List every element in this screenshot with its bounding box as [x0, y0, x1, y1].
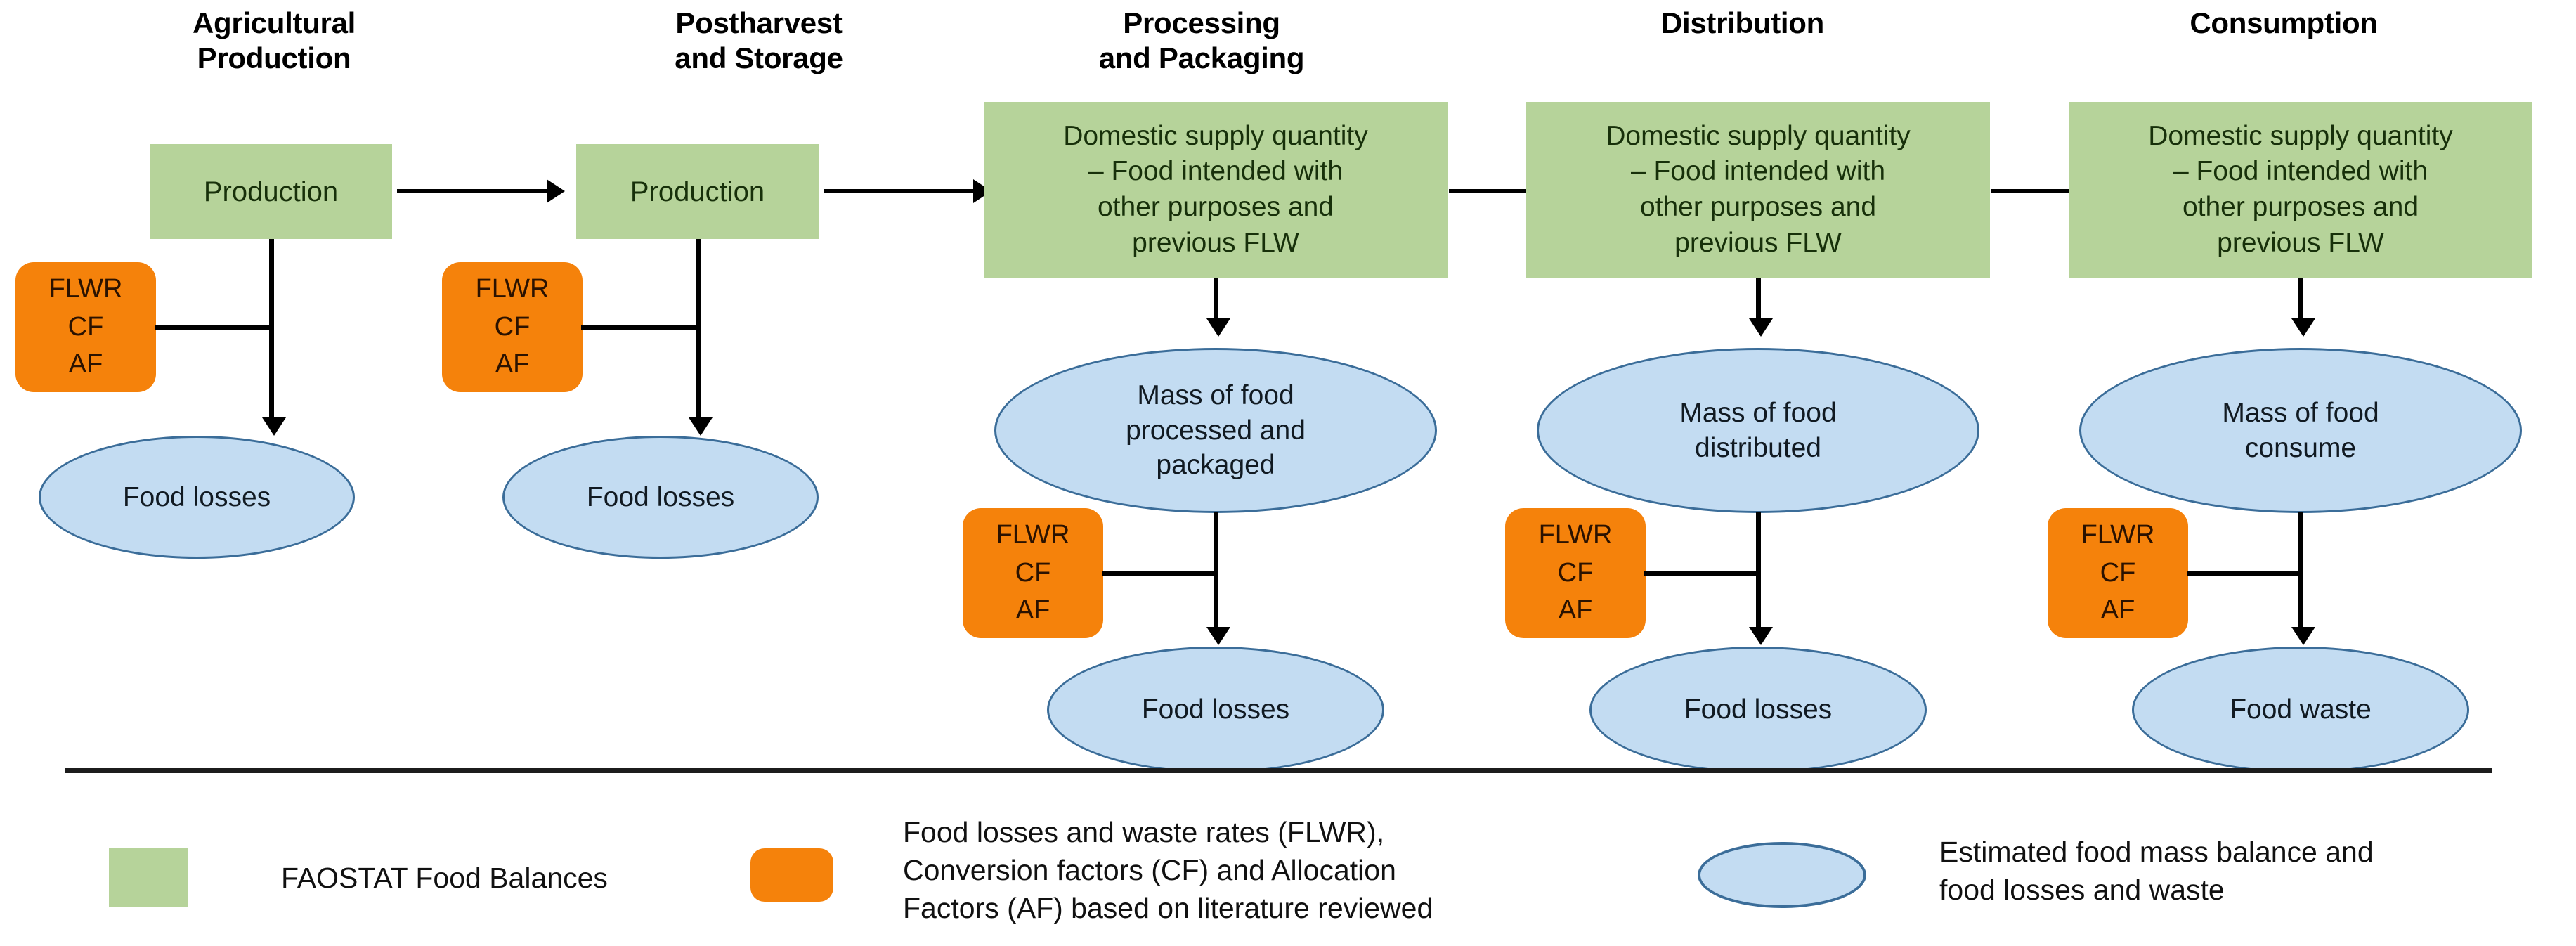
connector-arrowhead-down-stage5-top	[2291, 318, 2315, 337]
green-box-domestic-supply-processing: Domestic supply quantity – Food intended…	[984, 102, 1448, 278]
ellipse-food-losses-stage3: Food losses	[1047, 647, 1384, 773]
legend-label-faostat: FAOSTAT Food Balances	[281, 862, 608, 894]
connector-arrowhead-down-stage3-bottom	[1206, 627, 1230, 645]
flwr-line-2: CF	[67, 311, 104, 342]
ellipse-mass-of-food-processed: Mass of food processed and packaged	[994, 348, 1437, 513]
ellipse-food-losses-stage4: Food losses	[1589, 647, 1927, 773]
connector-flwr-link-stage2	[581, 325, 698, 330]
flwr-box-stage2: FLWR CF AF	[442, 262, 583, 392]
legend-swatch-faostat	[109, 848, 188, 907]
green-box-production-postharvest: Production	[576, 144, 819, 239]
flwr-box-stage5: FLWR CF AF	[2048, 508, 2188, 638]
legend-label-estimated-mass: Estimated food mass balance and food los…	[1939, 836, 2374, 907]
connector-arrowhead-down-stage4-top	[1749, 318, 1773, 337]
connector-vline-stage4-top	[1756, 278, 1761, 321]
legend-swatch-estimated-mass	[1698, 842, 1866, 908]
flwr-line-1: FLWR	[48, 273, 123, 304]
legend-divider	[65, 768, 2492, 773]
connector-vline-stage4-bottom	[1756, 512, 1761, 630]
stage-header-agricultural-production: Agricultural Production	[192, 6, 356, 74]
legend-swatch-flwr	[750, 848, 833, 902]
stage-header-consumption: Consumption	[2190, 6, 2378, 39]
legend-label-flwr: Food losses and waste rates (FLWR), Conv…	[903, 816, 1433, 925]
flwr-line-1: FLWR	[1538, 519, 1613, 550]
connector-arrowhead-down-stage4-bottom	[1749, 627, 1773, 645]
connector-flwr-link-stage5	[2187, 571, 2301, 576]
connector-flwr-link-stage4	[1644, 571, 1758, 576]
flwr-line-3: AF	[495, 349, 530, 380]
connector-vline-stage5-top	[2298, 278, 2303, 321]
flwr-line-3: AF	[1558, 595, 1593, 626]
connector-vline-stage5-bottom	[2298, 512, 2303, 630]
flwr-line-2: CF	[2100, 557, 2136, 588]
connector-arrow-head-1	[547, 179, 565, 203]
connector-arrowhead-down-stage2	[689, 417, 713, 436]
connector-vline-stage3-top	[1214, 278, 1218, 321]
flwr-line-2: CF	[1015, 557, 1051, 588]
ellipse-food-losses-stage2: Food losses	[502, 436, 819, 559]
connector-arrow-line-3	[1449, 189, 1551, 193]
stage-header-postharvest-and-storage: Postharvest and Storage	[675, 6, 843, 74]
flwr-line-2: CF	[494, 311, 531, 342]
flwr-box-stage3: FLWR CF AF	[963, 508, 1103, 638]
flwr-line-3: AF	[68, 349, 103, 380]
ellipse-food-waste-stage5: Food waste	[2132, 647, 2469, 773]
connector-arrow-line-4	[1991, 189, 2093, 193]
ellipse-food-losses-stage1: Food losses	[39, 436, 355, 559]
connector-arrowhead-down-stage5-bottom	[2291, 627, 2315, 645]
ellipse-mass-of-food-distributed: Mass of food distributed	[1537, 348, 1979, 513]
flwr-line-2: CF	[1557, 557, 1594, 588]
connector-arrow-line-1	[397, 189, 548, 193]
connector-flwr-link-stage3	[1102, 571, 1216, 576]
green-box-domestic-supply-distribution: Domestic supply quantity – Food intended…	[1526, 102, 1990, 278]
ellipse-mass-of-food-consume: Mass of food consume	[2079, 348, 2522, 513]
flwr-line-1: FLWR	[475, 273, 549, 304]
flwr-box-stage4: FLWR CF AF	[1505, 508, 1646, 638]
flwr-line-3: AF	[2100, 595, 2135, 626]
connector-arrow-line-2	[824, 189, 975, 193]
flwr-line-1: FLWR	[996, 519, 1070, 550]
stage-header-processing-and-packaging: Processing and Packaging	[1098, 6, 1305, 74]
connector-vline-stage2	[696, 239, 701, 420]
green-box-production-agricultural: Production	[150, 144, 392, 239]
flwr-line-1: FLWR	[2081, 519, 2155, 550]
flwr-box-stage1: FLWR CF AF	[15, 262, 156, 392]
connector-vline-stage1	[269, 239, 274, 420]
connector-arrowhead-down-stage1	[262, 417, 286, 436]
connector-flwr-link-stage1	[155, 325, 271, 330]
green-box-domestic-supply-consumption: Domestic supply quantity – Food intended…	[2069, 102, 2532, 278]
stage-header-distribution: Distribution	[1660, 6, 1825, 39]
connector-arrowhead-down-stage3-top	[1206, 318, 1230, 337]
flwr-line-3: AF	[1015, 595, 1050, 626]
connector-vline-stage3-bottom	[1214, 512, 1218, 630]
